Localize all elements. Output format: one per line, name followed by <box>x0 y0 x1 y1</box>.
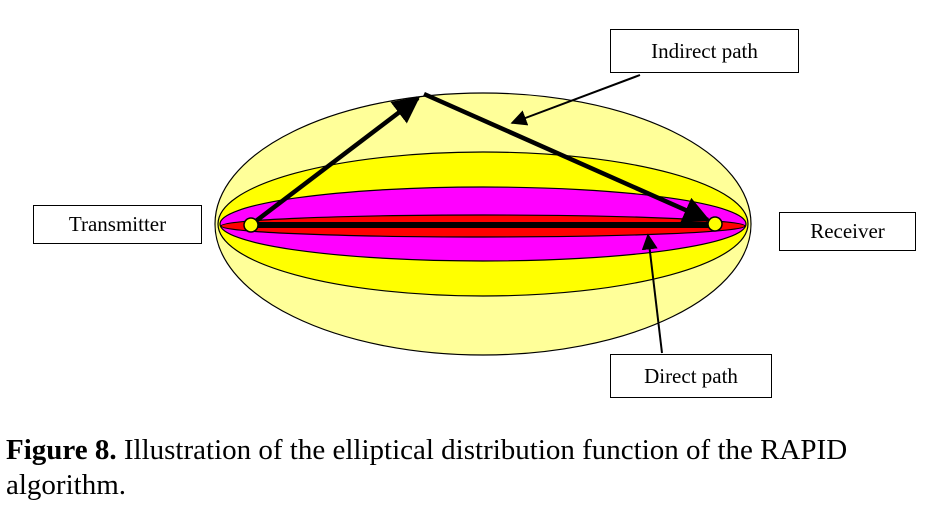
direct-path-pointer <box>641 233 663 354</box>
indirect-path-down-arrow <box>423 91 711 223</box>
elliptical-distribution-diagram <box>214 74 752 356</box>
indirect-path-label-text: Indirect path <box>651 38 758 63</box>
transmitter-node <box>243 217 259 233</box>
transmitter-label: Transmitter <box>33 205 202 244</box>
indirect-path-up-arrow <box>250 96 421 226</box>
direct-path-label: Direct path <box>610 354 772 398</box>
transmitter-label-text: Transmitter <box>68 212 167 236</box>
indirect-path-label: Indirect path <box>610 29 799 73</box>
receiver-label-text: Receiver <box>810 219 885 243</box>
figure-number: Figure 8. <box>6 434 117 466</box>
receiver-node <box>707 216 723 232</box>
caption-text: Illustration of the elliptical distribut… <box>6 434 848 501</box>
figure-caption: Figure 8. Illustration of the elliptical… <box>6 433 921 503</box>
receiver-label: Receiver <box>779 212 916 251</box>
indirect-path-pointer <box>510 74 641 126</box>
direct-path-label-text: Direct path <box>644 363 738 388</box>
